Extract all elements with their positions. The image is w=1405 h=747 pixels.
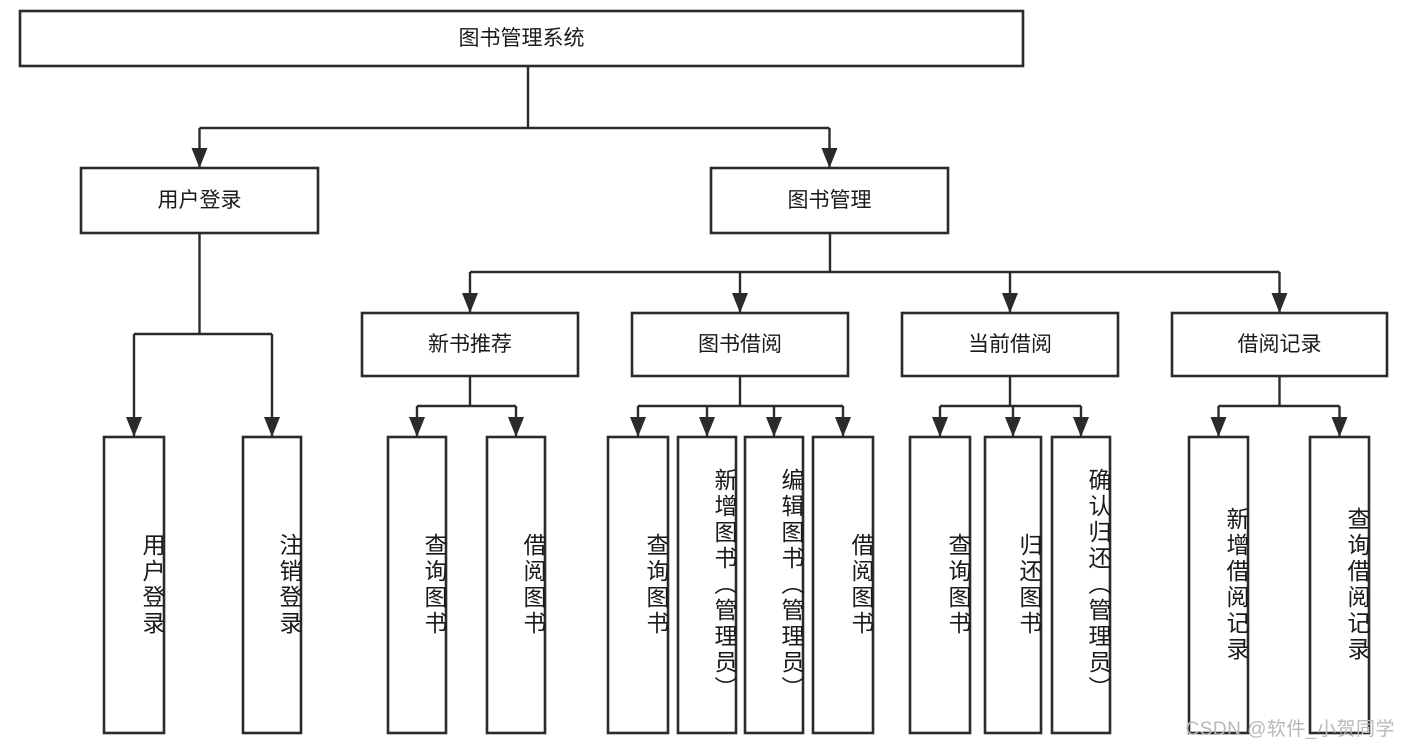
node-level2-借阅记录[interactable]: 借阅记录 [1170,311,1389,378]
edge-new-books-arrow-0 [409,417,425,437]
edge-user-login-arrow-0 [126,417,142,437]
edge-records-arrow-0 [1210,417,1227,437]
leaf-node-6[interactable] [743,435,805,735]
node-level2-当前借阅-rect [900,311,1120,378]
leaf-node-8-rect [908,435,972,735]
node-level1-用户登录[interactable]: 用户登录 [79,166,320,235]
edge-borrow-arrow-2 [766,417,782,437]
node-level1-图书管理-label: 图书管理 [788,189,872,212]
leaf-node-5-rect [676,435,738,735]
edge-books-arrow-2 [1002,293,1018,313]
leaf-node-12-rect [1308,435,1371,735]
leaf-node-1-rect [241,435,303,735]
node-level2-图书借阅-label: 图书借阅 [698,333,782,356]
node-root-图书管理系统-label: 图书管理系统 [459,27,585,50]
node-level1-用户登录-rect [79,166,320,235]
node-level2-图书借阅[interactable]: 图书借阅 [630,311,850,378]
node-level2-图书借阅-rect [630,311,850,378]
leaf-node-7-rect [811,435,875,735]
edge-books-arrow-1 [732,293,748,313]
leaf-node-11[interactable] [1187,435,1250,735]
leaf-node-0-rect [102,435,166,735]
leaf-node-8[interactable] [908,435,972,735]
edge-current-arrow-2 [1073,417,1089,437]
leaf-node-3[interactable] [485,435,547,735]
node-level2-新书推荐-label: 新书推荐 [428,333,512,356]
leaf-node-12[interactable] [1308,435,1371,735]
node-level1-图书管理[interactable]: 图书管理 [709,166,950,235]
leaf-node-0[interactable] [102,435,166,735]
connector-edges-layer [126,66,1348,437]
leaf-node-11-rect [1187,435,1250,735]
node-level2-当前借阅[interactable]: 当前借阅 [900,311,1120,378]
node-root-图书管理系统[interactable]: 图书管理系统 [18,9,1025,68]
leaf-node-9-rect [983,435,1043,735]
leaf-node-9[interactable] [983,435,1043,735]
leaf-node-2-rect [386,435,448,735]
edge-new-books-arrow-1 [508,417,524,437]
edge-root-arrow-1 [821,148,838,168]
csdn-watermark: CSDN @软件_小贺同学 [1185,719,1395,740]
leaf-node-5[interactable] [676,435,738,735]
edge-records-arrow-1 [1331,417,1348,437]
edge-user-login-arrow-1 [264,417,280,437]
edge-borrow-arrow-1 [699,417,715,437]
leaf-node-7[interactable] [811,435,875,735]
edge-borrow-arrow-0 [630,417,646,437]
leaf-node-1[interactable] [241,435,303,735]
leaf-node-2[interactable] [386,435,448,735]
node-root-图书管理系统-rect [18,9,1025,68]
leaf-node-10-rect [1050,435,1112,735]
node-level2-新书推荐[interactable]: 新书推荐 [360,311,580,378]
leaf-node-4-rect [606,435,670,735]
node-level2-借阅记录-label: 借阅记录 [1238,333,1322,356]
edge-books-arrow-3 [1271,293,1288,313]
leaf-node-10[interactable] [1050,435,1112,735]
node-level2-借阅记录-rect [1170,311,1389,378]
leaf-node-4[interactable] [606,435,670,735]
node-level1-用户登录-label: 用户登录 [158,189,242,212]
edge-borrow-arrow-3 [835,417,851,437]
edge-books-arrow-0 [462,293,478,313]
edge-current-arrow-0 [932,417,948,437]
leaf-node-6-rect [743,435,805,735]
node-level2-新书推荐-rect [360,311,580,378]
leaf-node-3-rect [485,435,547,735]
node-level1-图书管理-rect [709,166,950,235]
node-level2-当前借阅-label: 当前借阅 [968,333,1052,356]
edge-root-arrow-0 [191,148,208,168]
edge-current-arrow-1 [1005,417,1021,437]
